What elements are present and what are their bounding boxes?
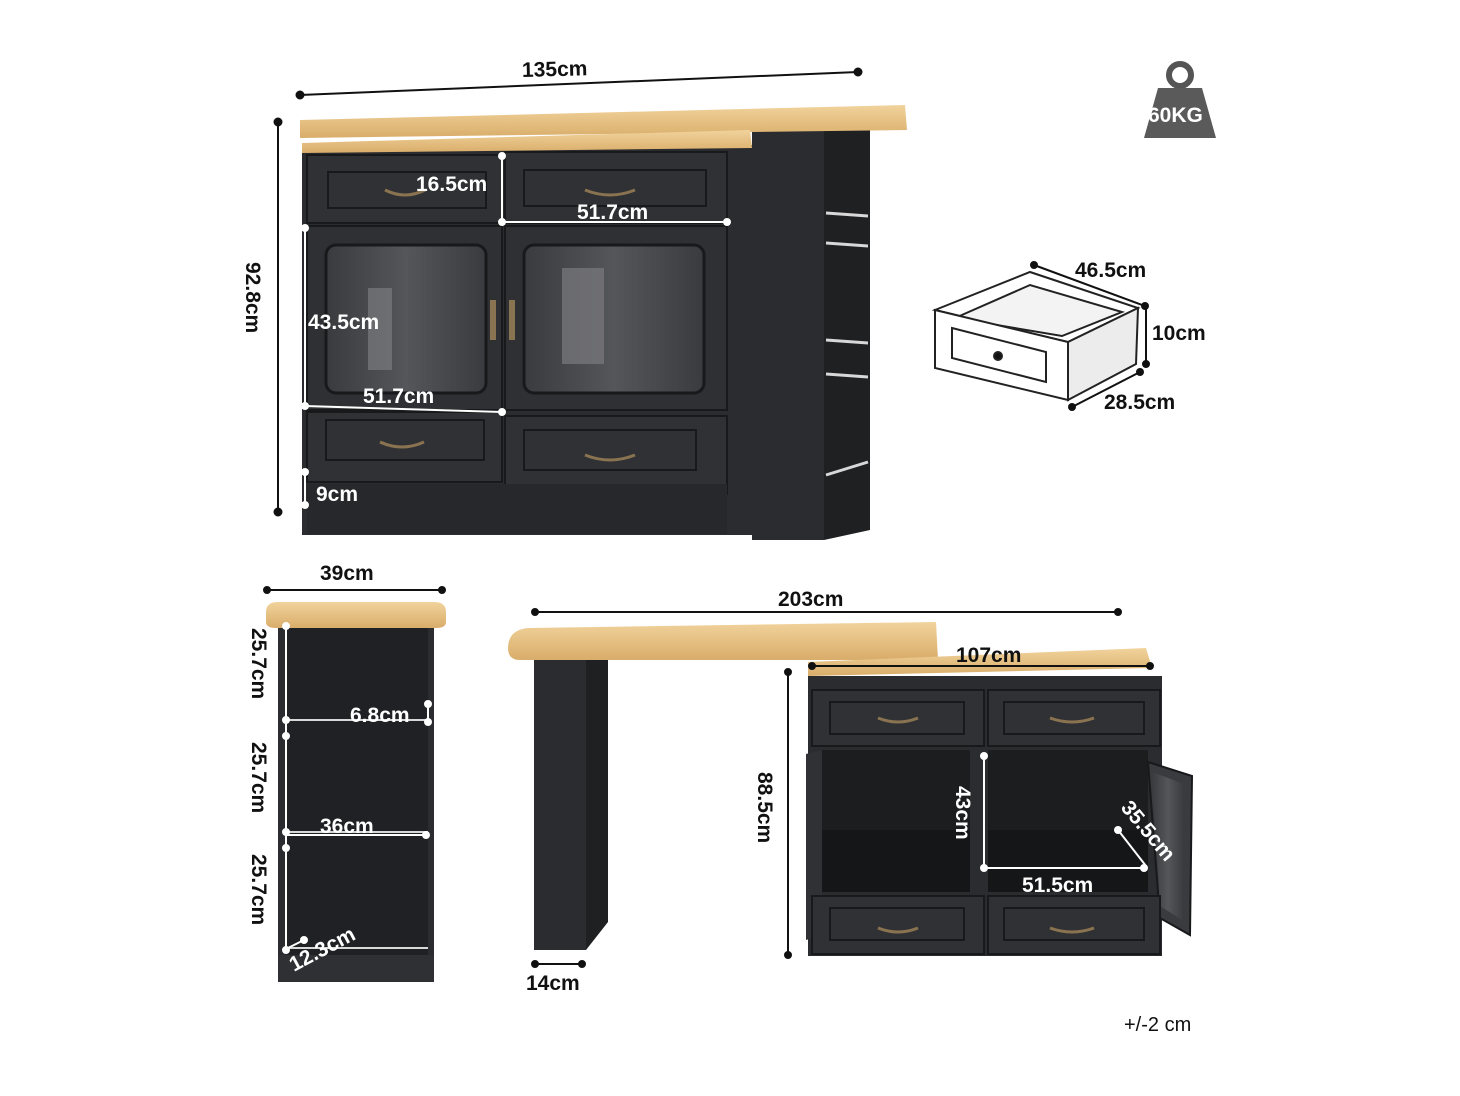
door-height-label: 43.5cm [308,311,379,334]
shelf-height-label-3: 25.7cm [247,854,270,925]
front-dimension-lines [273,67,863,517]
shelf-height-label-2: 25.7cm [247,742,270,813]
side-shelf-dimension-lines [263,586,446,954]
inner-width-label: 51.5cm [1022,874,1093,897]
side-shelf-cabinet [266,602,446,982]
extended-dimension-lines [531,608,1154,968]
side-depth-label: 39cm [320,562,374,585]
drawer-detail-illustration [931,270,1141,402]
extended-view-cabinet [508,622,1194,956]
front-total-width-label: 135cm [522,57,588,82]
drawer-depth-label: 46.5cm [1075,259,1146,282]
cabinet-width-label: 107cm [956,644,1021,667]
shelf-gap-label: 6.8cm [350,704,410,727]
door-width-label: 51.7cm [363,385,434,408]
drawer-width-label: 28.5cm [1104,391,1175,414]
cabinet-height-label: 88.5cm [753,772,776,843]
leg-width-label: 14cm [526,972,580,995]
inner-height-label: 43cm [951,786,974,840]
extended-total-width-label: 203cm [778,588,843,611]
weight-icon [1144,61,1216,138]
front-total-height-label: 92.8cm [241,262,264,333]
weight-label: 60KG [1148,104,1203,127]
drawer-height-label: 10cm [1152,322,1206,345]
front-view-cabinet [300,105,907,540]
tolerance-note: +/-2 cm [1124,1014,1191,1036]
base-height-label: 9cm [316,483,358,506]
front-inner-dimension-lines [301,152,731,509]
top-drawer-height-label: 16.5cm [416,173,487,196]
top-drawer-width-label: 51.7cm [577,201,648,224]
shelf-width-label: 36cm [320,815,374,838]
shelf-height-label-1: 25.7cm [247,628,270,699]
drawer-dimension-lines [1030,261,1150,411]
